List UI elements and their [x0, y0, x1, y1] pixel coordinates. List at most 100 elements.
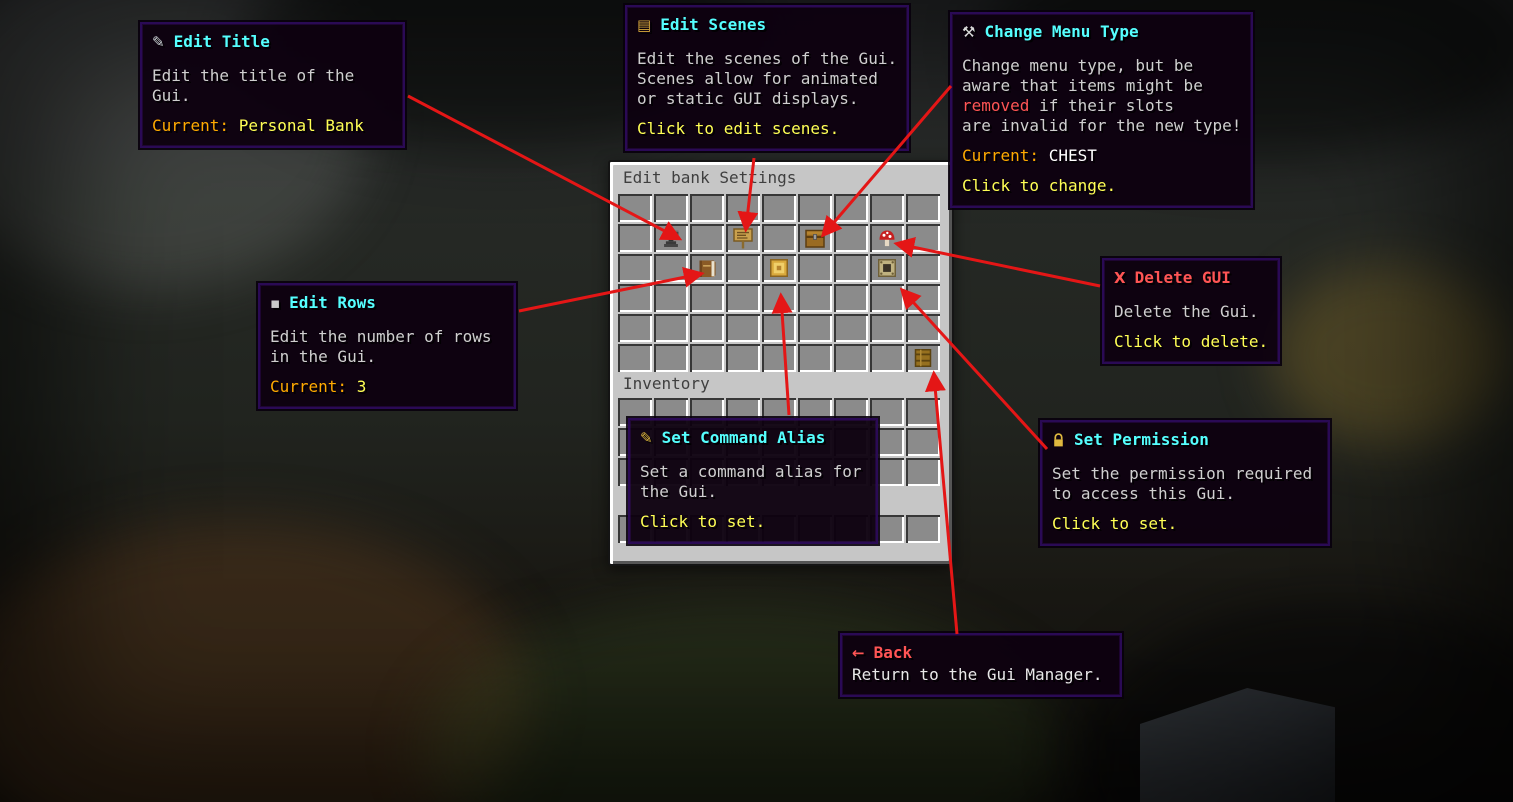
tooltip-text-line: Click to delete.: [1114, 332, 1269, 351]
inventory-slot[interactable]: [654, 254, 688, 282]
tooltip-text-line: Current: 3: [270, 377, 367, 396]
tooltip-text-line: Set the permission required: [1052, 464, 1313, 483]
book-item[interactable]: [690, 254, 724, 282]
inventory-slot[interactable]: [798, 344, 832, 372]
anvil-item[interactable]: [654, 224, 688, 252]
tooltip-text-line: in the Gui.: [270, 347, 376, 366]
inventory-slot[interactable]: [870, 344, 904, 372]
inventory-slot[interactable]: [906, 458, 940, 486]
inventory-slot[interactable]: [834, 284, 868, 312]
tooltip-text-line: to access this Gui.: [1052, 484, 1236, 503]
inventory-slot[interactable]: [906, 398, 940, 426]
chest-item[interactable]: [798, 224, 832, 252]
inventory-slot[interactable]: [834, 314, 868, 342]
inventory-slot[interactable]: [834, 344, 868, 372]
barrel-item[interactable]: [906, 344, 940, 372]
square-icon: ▪: [270, 293, 281, 312]
tooltip-spacer: [962, 166, 1241, 176]
pencil-icon: ✎: [152, 32, 165, 51]
inventory-slot[interactable]: [762, 314, 796, 342]
tooltip-title: Edit Rows: [289, 293, 376, 312]
inventory-slot[interactable]: [906, 254, 940, 282]
tooltip-spacer: [270, 367, 504, 377]
tooltip-spacer: [152, 106, 393, 116]
tooltip-spacer: [637, 109, 897, 119]
inventory-slot[interactable]: [654, 194, 688, 222]
tooltip-title: Delete GUI: [1134, 268, 1231, 287]
sign-icon: ▤: [637, 15, 652, 34]
inventory-slot[interactable]: [906, 515, 940, 543]
inventory-slot[interactable]: [906, 428, 940, 456]
pickaxe-icon: ⚒: [962, 22, 976, 41]
inventory-slot[interactable]: [690, 194, 724, 222]
tooltip-text-line: Edit the number of rows: [270, 327, 492, 346]
mushroom-item[interactable]: [870, 224, 904, 252]
inventory-slot[interactable]: [906, 284, 940, 312]
tooltip-title: Back: [873, 643, 913, 662]
inventory-slot[interactable]: [726, 194, 760, 222]
inventory-slot[interactable]: [906, 224, 940, 252]
tooltip-text-line: Click to set.: [1052, 514, 1178, 533]
inventory-slot[interactable]: [618, 284, 652, 312]
inventory-slot[interactable]: [798, 284, 832, 312]
inventory-slot[interactable]: [834, 194, 868, 222]
inventory-slot[interactable]: [618, 254, 652, 282]
inventory-slot[interactable]: [798, 254, 832, 282]
tooltip-title: Set Command Alias: [661, 428, 826, 447]
inventory-slot[interactable]: [870, 314, 904, 342]
inventory-slot[interactable]: [762, 284, 796, 312]
inventory-slot[interactable]: [618, 344, 652, 372]
tooltip-text-line: or static GUI displays.: [637, 89, 859, 108]
inventory-slot[interactable]: [798, 314, 832, 342]
inventory-slot[interactable]: [726, 284, 760, 312]
gui-title: Edit bank Settings: [623, 168, 797, 187]
gui-slot-grid: [618, 194, 940, 372]
tooltip-title: Edit Title: [173, 32, 270, 51]
inventory-slot[interactable]: [798, 194, 832, 222]
tooltip-text-line: Current: CHEST: [962, 146, 1097, 165]
inventory-slot[interactable]: [690, 314, 724, 342]
tooltip-text-line: Edit the scenes of the Gui.: [637, 49, 898, 68]
tooltip-title: Set Permission: [1074, 430, 1209, 449]
inventory-slot[interactable]: [654, 344, 688, 372]
inventory-slot[interactable]: [690, 344, 724, 372]
inventory-slot[interactable]: [690, 224, 724, 252]
inventory-slot[interactable]: [906, 194, 940, 222]
tooltip-text-line: Change menu type, but be: [962, 56, 1194, 75]
gold-block-item[interactable]: [762, 254, 796, 282]
inventory-slot[interactable]: [654, 314, 688, 342]
tooltip-text-line: aware that items might be: [962, 76, 1203, 95]
tooltip-spacer: [962, 136, 1241, 146]
inventory-slot[interactable]: [726, 344, 760, 372]
lock-icon: [1052, 432, 1065, 448]
inventory-slot[interactable]: [762, 344, 796, 372]
inventory-slot[interactable]: [834, 254, 868, 282]
tooltip-text-line: Set a command alias for: [640, 462, 862, 481]
inventory-slot[interactable]: [618, 224, 652, 252]
inventory-slot[interactable]: [726, 314, 760, 342]
inventory-slot[interactable]: [834, 224, 868, 252]
inventory-slot[interactable]: [906, 314, 940, 342]
inventory-slot[interactable]: [618, 314, 652, 342]
sign-item[interactable]: [726, 224, 760, 252]
tooltip-text-line: Return to the Gui Manager.: [852, 665, 1103, 684]
tooltip-spacer: [1114, 322, 1268, 332]
inventory-slot[interactable]: [762, 224, 796, 252]
inventory-slot[interactable]: [870, 194, 904, 222]
tooltip-text-line: Delete the Gui.: [1114, 302, 1259, 321]
inventory-slot[interactable]: [726, 254, 760, 282]
dropper-item[interactable]: [870, 254, 904, 282]
inventory-slot[interactable]: [654, 284, 688, 312]
inventory-slot[interactable]: [618, 194, 652, 222]
pen-icon: ✎: [640, 428, 653, 447]
tooltip-spacer: [640, 502, 866, 512]
inventory-slot[interactable]: [762, 194, 796, 222]
inventory-slot[interactable]: [690, 284, 724, 312]
inventory-slot[interactable]: [870, 284, 904, 312]
